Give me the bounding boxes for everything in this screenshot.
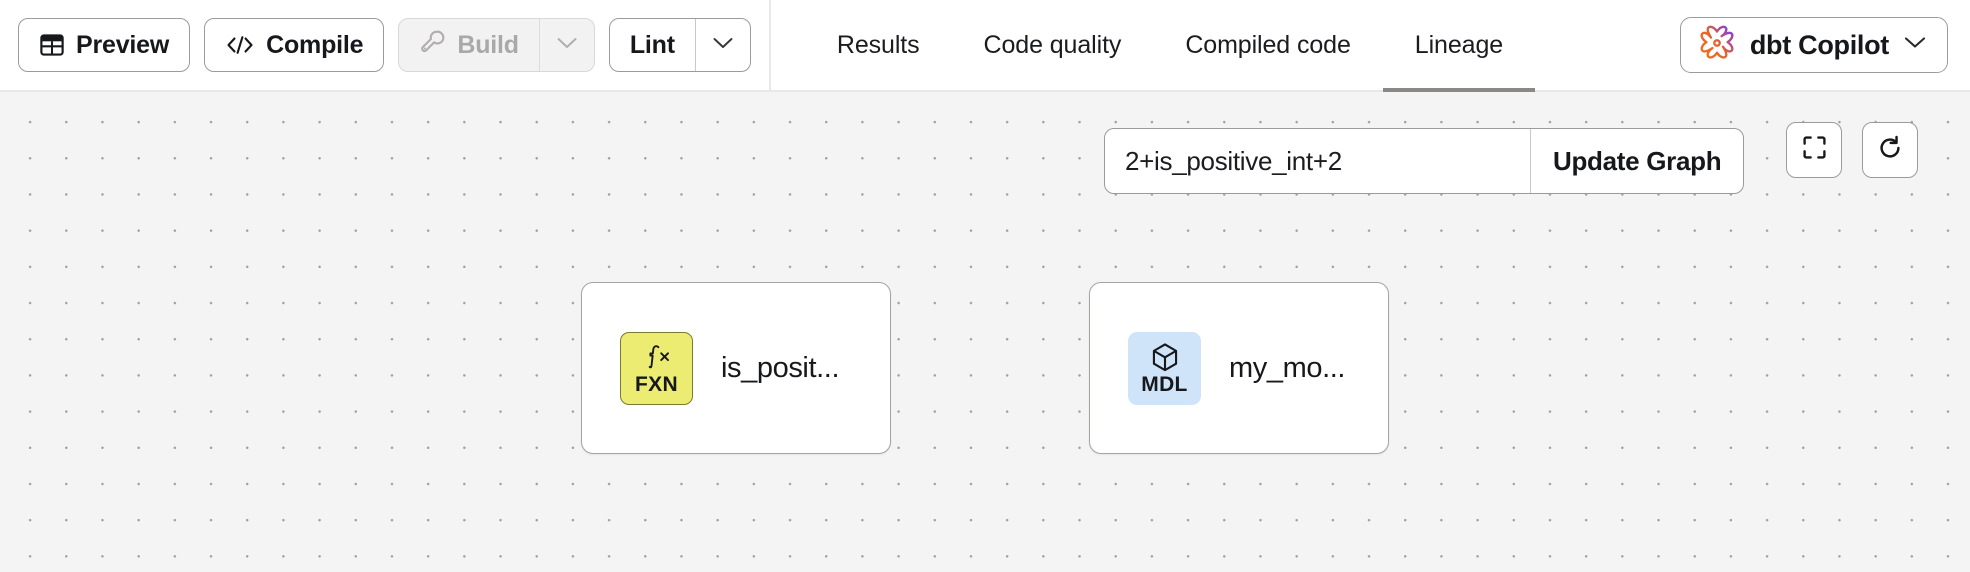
lint-dropdown-caret[interactable] [694, 19, 750, 71]
table-grid-icon [39, 32, 65, 58]
graph-selector-controls: Update Graph [1104, 128, 1745, 194]
lint-button-label: Lint [629, 30, 675, 59]
tab-label: Lineage [1414, 30, 1504, 59]
app-header: Preview Compile [0, 0, 1970, 92]
lineage-node-is-positive-int[interactable]: FXN is_posit... [581, 282, 891, 454]
refresh-graph-button[interactable] [1862, 122, 1918, 178]
tab-results[interactable]: Results [805, 0, 952, 90]
compile-button-label: Compile [266, 30, 364, 59]
update-graph-button[interactable]: Update Graph [1530, 129, 1743, 193]
tab-compiled-code[interactable]: Compiled code [1153, 0, 1382, 90]
result-tabs: Results Code quality Compiled code Linea… [771, 0, 1536, 92]
toolbar-tabs-divider [768, 0, 771, 90]
lint-button[interactable]: Lint [610, 19, 695, 71]
chevron-down-icon [712, 36, 734, 55]
tab-lineage[interactable]: Lineage [1382, 0, 1536, 92]
tab-label: Code quality [983, 30, 1122, 59]
fullscreen-expand-icon [1801, 134, 1828, 166]
dbt-copilot-label: dbt Copilot [1749, 29, 1889, 60]
preview-button-label: Preview [76, 30, 170, 59]
build-button-group: Build [398, 18, 595, 72]
chevron-down-icon [556, 36, 578, 55]
code-brackets-icon [225, 33, 255, 57]
dbt-copilot-button[interactable]: dbt Copilot [1679, 17, 1948, 73]
tab-label: Results [836, 30, 920, 59]
node-type-badge-mdl: MDL [1128, 331, 1201, 405]
compile-button[interactable]: Compile [204, 18, 385, 72]
canvas-tool-buttons [1786, 122, 1918, 178]
node-badge-label: FXN [635, 373, 678, 396]
build-button: Build [399, 19, 539, 71]
tab-code-quality[interactable]: Code quality [952, 0, 1154, 90]
build-dropdown-caret [538, 19, 594, 71]
build-button-label: Build [457, 30, 519, 59]
preview-button[interactable]: Preview [18, 18, 191, 72]
header-right-actions: dbt Copilot [1679, 17, 1970, 73]
graph-selector-input[interactable] [1105, 129, 1530, 193]
update-graph-label: Update Graph [1553, 145, 1722, 176]
cube-3d-icon [1150, 341, 1180, 373]
node-type-badge-fxn: FXN [620, 331, 693, 405]
node-badge-label: MDL [1141, 373, 1188, 396]
node-label: is_posit... [721, 351, 840, 384]
refresh-clockwise-icon [1876, 134, 1904, 167]
lineage-canvas[interactable]: Update Graph [0, 92, 1970, 572]
graph-selector-group: Update Graph [1104, 128, 1745, 194]
chevron-down-icon [1903, 35, 1927, 55]
function-fx-icon [642, 341, 672, 373]
dbt-copilot-atom-icon [1698, 24, 1736, 67]
node-label: my_mo... [1229, 351, 1346, 384]
fit-view-button[interactable] [1786, 122, 1842, 178]
wrench-icon [419, 28, 446, 62]
tab-label: Compiled code [1185, 30, 1351, 59]
lineage-edges [0, 92, 300, 242]
lint-button-group[interactable]: Lint [608, 18, 751, 72]
editor-toolbar: Preview Compile [0, 0, 751, 90]
lineage-node-my-model[interactable]: MDL my_mo... [1089, 282, 1389, 454]
